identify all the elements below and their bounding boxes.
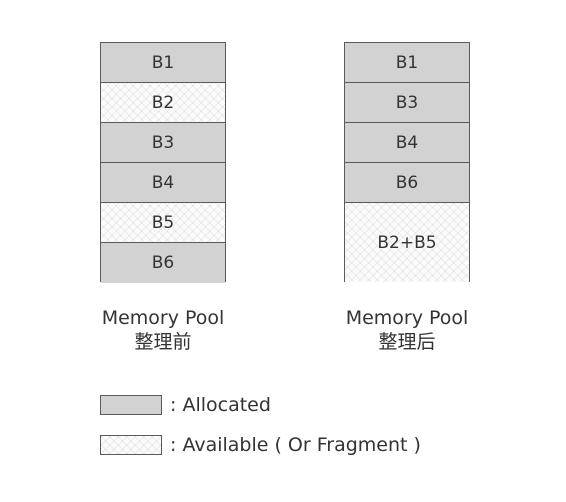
block-label: B4 [395, 132, 419, 153]
block-label: B3 [151, 132, 175, 153]
block-label: B4 [151, 172, 175, 193]
caption-title: Memory Pool [101, 307, 225, 329]
block-label: B2 [151, 92, 175, 113]
block-b2-b5-after: B2+B5 [345, 203, 469, 282]
block-b6-after: B6 [345, 163, 469, 203]
block-label: B2+B5 [377, 232, 437, 253]
block-label: B1 [151, 52, 175, 73]
caption-before: Memory Pool 整理前 [63, 306, 263, 354]
block-b1-after: B1 [345, 43, 469, 83]
block-label: B6 [395, 172, 419, 193]
block-b1-before: B1 [101, 43, 225, 83]
block-b4-after: B4 [345, 123, 469, 163]
block-label: B3 [395, 92, 419, 113]
block-b5-before: B5 [101, 203, 225, 243]
block-b6-before: B6 [101, 243, 225, 283]
block-label: B1 [395, 52, 419, 73]
memory-pool-after: B1 B3 B4 B6 B2+B5 [344, 42, 470, 282]
allocated-swatch [100, 395, 162, 415]
block-b3-after: B3 [345, 83, 469, 123]
caption-subtitle: 整理后 [378, 331, 436, 353]
caption-subtitle: 整理前 [134, 331, 192, 353]
caption-title: Memory Pool [345, 307, 469, 329]
block-label: B5 [151, 212, 175, 233]
legend-available: : Available ( Or Fragment ) [100, 434, 421, 456]
legend-allocated: : Allocated [100, 394, 271, 416]
block-b2-before: B2 [101, 83, 225, 123]
available-swatch [100, 435, 162, 455]
legend-label-available: : Available ( Or Fragment ) [170, 434, 421, 456]
block-label: B6 [151, 253, 175, 273]
caption-after: Memory Pool 整理后 [307, 306, 507, 354]
block-b4-before: B4 [101, 163, 225, 203]
memory-pool-before: B1 B2 B3 B4 B5 B6 [100, 42, 226, 283]
block-b3-before: B3 [101, 123, 225, 163]
legend-label-allocated: : Allocated [170, 394, 271, 416]
